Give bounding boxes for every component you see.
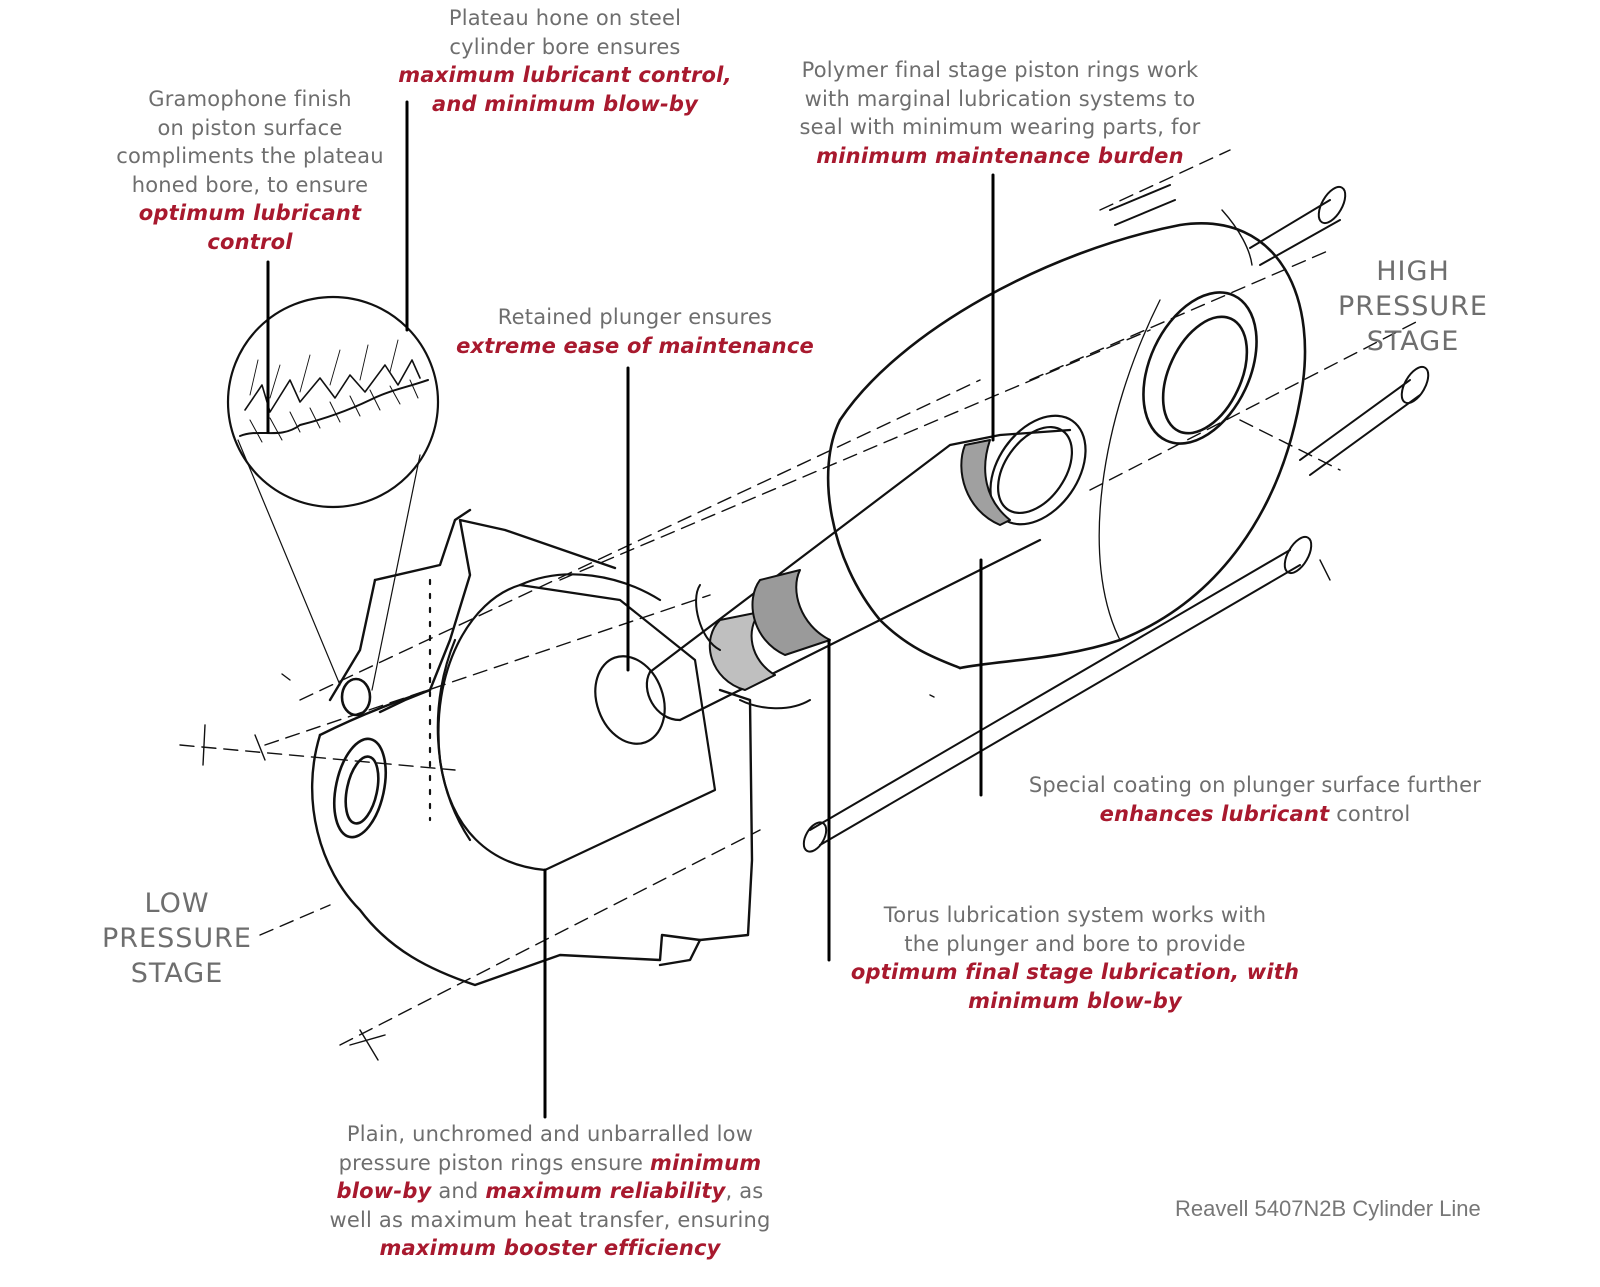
callout-emphasis: minimum maintenance burden (816, 143, 1184, 168)
callout-text: compliments the plateau (116, 144, 384, 168)
callout-text: the plunger and bore to provide (904, 931, 1246, 956)
callout-emphasis: maximum lubricant control, (398, 63, 732, 87)
callout-text: control (1329, 801, 1411, 826)
high-stage-line-2: PRESSURE (1338, 291, 1488, 322)
callout-text: seal with minimum wearing parts, for (799, 115, 1201, 139)
callout-plateau-hone: Plateau hone on steel cylinder bore ensu… (375, 4, 755, 118)
callout-emphasis: and minimum blow-by (431, 91, 698, 116)
callout-text: Retained plunger ensures (497, 305, 773, 329)
low-pressure-piston (428, 573, 717, 872)
callout-emphasis: optimum final stage lubrication, with (850, 960, 1300, 984)
callout-plain-rings: Plain, unchromed and unbarralled low pre… (300, 1120, 800, 1263)
callout-retained-plunger: Retained plunger ensures extreme ease of… (450, 303, 820, 360)
figure-caption: Reavell 5407N2B Cylinder Line (1175, 1196, 1481, 1221)
callout-text: on piston surface (157, 115, 343, 140)
callout-text: well as maximum heat transfer, ensuring (329, 1207, 771, 1232)
callout-gramophone-finish: Gramophone finish on piston surface comp… (80, 85, 420, 256)
low-pressure-stage-label: LOW PRESSURE STAGE (82, 886, 272, 991)
tie-rods (802, 184, 1430, 853)
plunger-shaft (645, 414, 1087, 722)
callout-text: pressure piston rings ensure (338, 1150, 650, 1175)
callout-emphasis: maximum booster efficiency (379, 1236, 721, 1260)
callout-text: honed bore, to ensure (131, 172, 369, 197)
high-pressure-cylinder (826, 222, 1307, 670)
callout-text: Special coating on plunger surface furth… (1028, 773, 1482, 797)
callout-text: with marginal lubrication systems to (804, 86, 1196, 111)
construction-ticks (202, 209, 1331, 1061)
callout-emphasis: control (207, 229, 293, 254)
construction-lines (179, 149, 1421, 1046)
high-pressure-stage-label: HIGH PRESSURE STAGE (1318, 254, 1508, 359)
callout-emphasis: minimum (649, 1150, 762, 1175)
piston-ring-stack (695, 439, 1011, 710)
leader-lines (266, 100, 995, 1119)
callout-text: Polymer final stage piston rings work (801, 58, 1199, 82)
callout-polymer-rings: Polymer final stage piston rings work wi… (770, 56, 1230, 170)
low-stage-port (333, 677, 387, 839)
callout-torus-lubrication: Torus lubrication system works with the … (840, 901, 1310, 1015)
high-stage-line-3: STAGE (1366, 326, 1460, 357)
low-stage-line-1: LOW (144, 888, 210, 919)
low-stage-line-2: PRESSURE (102, 923, 252, 954)
callout-text: cylinder bore ensures (449, 34, 681, 59)
callout-text: Gramophone finish (148, 87, 352, 111)
callout-text: Plateau hone on steel (448, 6, 682, 30)
callout-emphasis: enhances lubricant (1099, 801, 1330, 826)
callout-special-coating: Special coating on plunger surface furth… (985, 771, 1525, 828)
low-stage-line-3: STAGE (130, 958, 224, 989)
high-stage-line-1: HIGH (1376, 256, 1450, 287)
callout-text: and (431, 1179, 486, 1203)
callout-text: Plain, unchromed and unbarralled low (346, 1122, 754, 1146)
callout-emphasis: blow-by (336, 1179, 432, 1203)
callout-text: , as (725, 1179, 764, 1203)
callout-emphasis: minimum blow-by (968, 988, 1182, 1013)
low-pressure-block (310, 508, 754, 987)
callout-emphasis: extreme ease of maintenance (456, 333, 814, 358)
callout-emphasis: optimum lubricant (138, 201, 362, 225)
callout-emphasis: maximum reliability (485, 1179, 726, 1203)
finish-magnifier (226, 295, 440, 691)
callout-text: Torus lubrication system works with (883, 903, 1267, 927)
